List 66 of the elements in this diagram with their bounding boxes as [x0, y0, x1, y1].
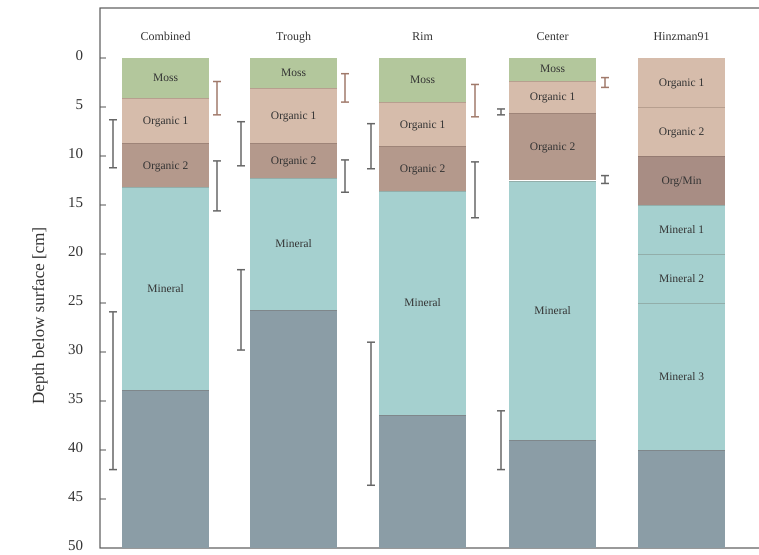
layer-label: Organic 1: [142, 115, 188, 128]
column-header: Trough: [275, 29, 312, 44]
layer-label: Org/Min: [661, 175, 702, 187]
layer-label: Mineral: [275, 238, 312, 250]
soil-layer-block: [638, 58, 725, 107]
soil-layer-block: [122, 143, 209, 188]
tick-label: 15: [67, 195, 83, 212]
soil-layer-block: [122, 390, 209, 548]
soil-layer-block: [379, 146, 466, 192]
layer-label: Mineral: [147, 283, 184, 296]
axis-title: Depth below surface [cm]: [29, 226, 49, 404]
layer-label: Organic 1: [658, 76, 704, 88]
soil-layer-block: [509, 180, 596, 440]
layer-label: Organic 1: [400, 118, 446, 131]
tick-label: 50: [67, 538, 83, 555]
layer-label: Organic 2: [658, 126, 704, 138]
tick-label: 30: [67, 342, 83, 359]
layer-label: Mineral: [404, 297, 441, 310]
tick-label: 20: [67, 244, 83, 261]
soil-layer-block: [122, 98, 209, 144]
soil-layer-block: [638, 156, 725, 205]
layer-label: Moss: [410, 74, 435, 86]
soil-layer-block: [250, 143, 337, 178]
column-header: Rim: [411, 29, 434, 44]
soil-layer-block: [509, 58, 596, 81]
layer-label: Mineral 1: [658, 224, 704, 236]
tick-label: 0: [74, 48, 83, 65]
layer-label: Organic 2: [530, 141, 576, 154]
tick-label: 10: [67, 146, 83, 163]
soil-layer-block: [379, 414, 466, 548]
soil-layer-block: [379, 102, 466, 146]
column-header: Center: [536, 29, 570, 44]
soil-layer-block: [509, 440, 596, 548]
soil-layer-block: [509, 80, 596, 113]
layer-label: Organic 1: [270, 110, 316, 122]
soil-layer-block: [250, 58, 337, 88]
soil-layer-block: [638, 254, 725, 303]
tick-label: 5: [74, 97, 83, 114]
layer-label: Moss: [281, 67, 306, 80]
column-header: Combined: [140, 29, 192, 44]
tick-label: 35: [67, 391, 83, 408]
layer-label: Moss: [153, 72, 178, 84]
layer-label: Mineral: [534, 304, 571, 317]
soil-layer-block: [638, 107, 725, 156]
soil-layer-block: [122, 58, 209, 98]
layer-label: Mineral 3: [658, 371, 704, 383]
layer-label: Moss: [540, 63, 565, 76]
soil-layer-block: [250, 88, 337, 144]
tick-label: 25: [67, 293, 83, 310]
soil-layer-block: [250, 178, 337, 310]
soil-layer-block: [122, 187, 209, 390]
column-header: Hinzman91: [652, 29, 710, 44]
layer-label: Organic 1: [530, 91, 576, 104]
tick-label: 45: [67, 489, 83, 506]
layer-label: Mineral 2: [658, 273, 704, 285]
soil-layer-block: [379, 191, 466, 415]
layer-label: Organic 2: [270, 154, 316, 167]
tick-label: 40: [67, 440, 83, 457]
soil-layer-block: [509, 112, 596, 180]
layer-label: Organic 2: [400, 163, 446, 176]
soil-layer-block: [638, 303, 725, 450]
soil-layer-block: [638, 450, 725, 548]
soil-layer-block: [379, 58, 466, 102]
layer-label: Organic 2: [142, 160, 188, 172]
soil-layer-block: [250, 310, 337, 548]
soil-layer-block: [638, 205, 725, 254]
